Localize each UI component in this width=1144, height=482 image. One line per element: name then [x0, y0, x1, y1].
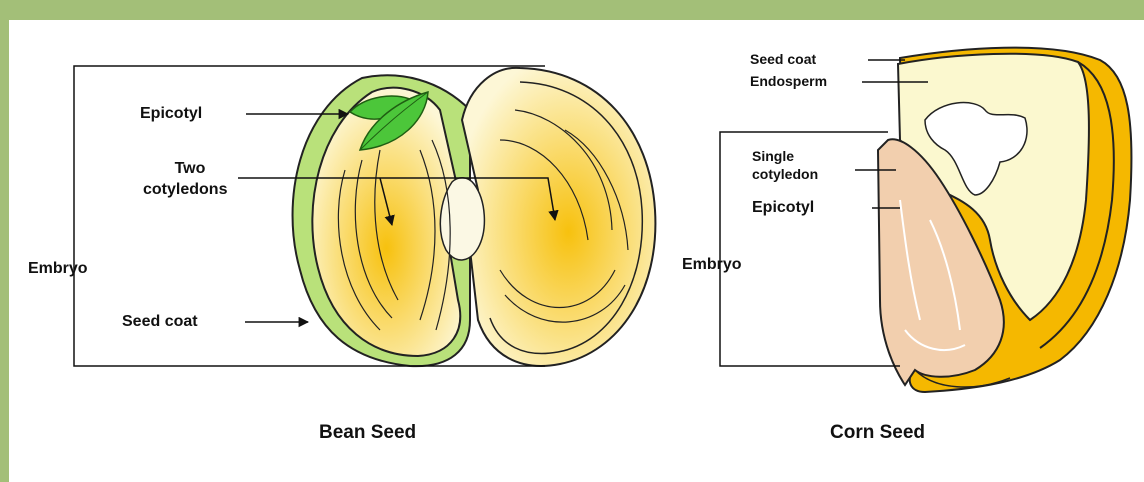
bean-epicotyl-label: Epicotyl [140, 104, 202, 123]
corn-cotyledon-label-line1: Single [752, 148, 794, 164]
corn-cotyledon-label-line2: cotyledon [752, 166, 818, 182]
corn-seed-coat-label: Seed coat [750, 51, 816, 67]
corn-endosperm-label: Endosperm [750, 73, 827, 89]
bean-cotyledons-label-line1: Two [160, 159, 220, 178]
bean-seed-coat-label: Seed coat [122, 312, 198, 331]
bean-cotyledons-label-line2: cotyledons [143, 180, 227, 199]
bean-seed-caption: Bean Seed [319, 423, 416, 442]
corn-seed-caption: Corn Seed [830, 423, 925, 442]
corn-epicotyl-label: Epicotyl [752, 198, 814, 217]
corn-embryo-label: Embryo [682, 255, 742, 274]
corn-seed [720, 48, 1131, 392]
bean-embryo-label: Embryo [28, 259, 88, 278]
